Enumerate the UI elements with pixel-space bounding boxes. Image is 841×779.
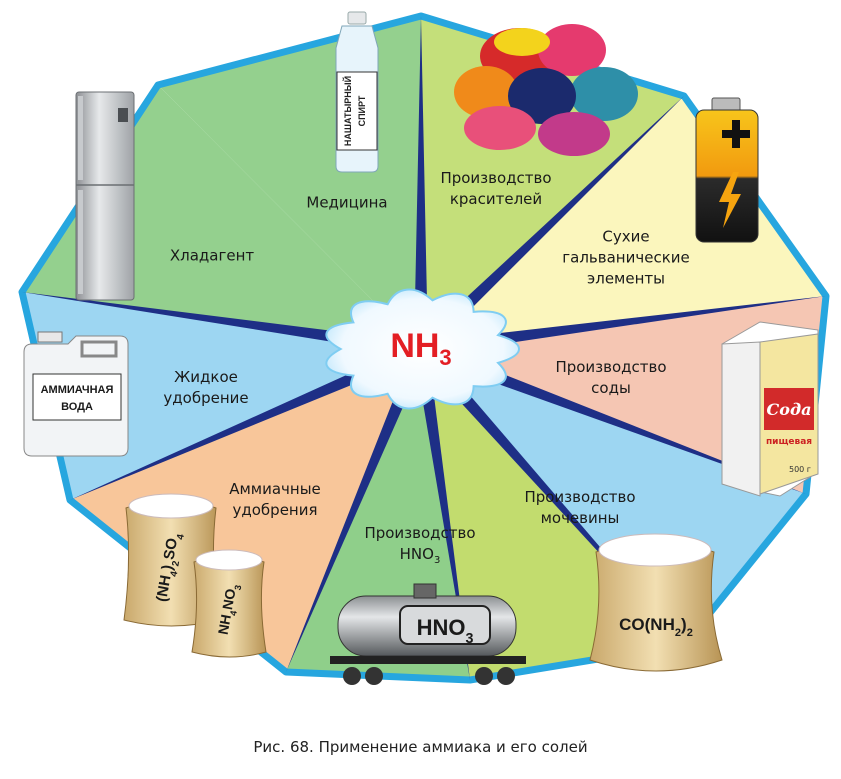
- figure-caption: Рис. 68. Применение аммиака и его солей: [253, 738, 588, 756]
- spoke: [420, 296, 826, 356]
- canister-icon: АММИАЧНАЯ ВОДА: [23, 331, 129, 457]
- tank-car-icon: HNO3: [330, 583, 526, 685]
- spoke: [416, 96, 684, 355]
- tank-label: HNO3: [417, 615, 474, 647]
- soda-brand-text: Сода: [767, 400, 812, 419]
- spoke: [418, 342, 806, 494]
- sack-sulfate-formula: (NH4)2SO4: [153, 531, 186, 604]
- soda-weight-text: 500 г: [789, 465, 811, 474]
- battery-icon: [695, 97, 759, 243]
- sack-urea-formula: CO(NH2)2: [619, 615, 693, 639]
- ammonia-bottle-icon: НАШАТЫРНЫЙ СПИРТ: [335, 11, 379, 173]
- sector-label-refrigerant: Хладагент: [169, 246, 255, 265]
- sack-ammonium-nitrate-icon: NH4NO3: [191, 549, 267, 658]
- refrigerator-icon: [75, 91, 135, 301]
- soda-box-icon: Сода пищевая 500 г: [721, 321, 819, 497]
- sack-urea-icon: CO(NH2)2: [589, 533, 723, 672]
- sack-nitrate-formula: NH4NO3: [215, 582, 244, 636]
- bottle-label-line-2: СПИРТ: [357, 95, 367, 126]
- center-formula: NH3: [390, 327, 452, 370]
- canister-label-line-2: ВОДА: [61, 401, 93, 413]
- dye-pigments-icon: [454, 24, 638, 156]
- ammonia-applications-diagram: НАШАТЫРНЫЙ СПИРТ Сода пищевая 500 г АММИ: [18, 11, 830, 685]
- sector-label-medicine: Медицина: [306, 193, 388, 212]
- spoke: [70, 342, 424, 500]
- canister-label-line-1: АММИАЧНАЯ: [41, 384, 114, 396]
- sector-ammonium-fertilizers: [70, 349, 421, 672]
- soda-subtitle-text: пищевая: [766, 437, 812, 447]
- spoke: [22, 292, 422, 356]
- spoke: [286, 346, 428, 672]
- center-cloud: [325, 288, 521, 410]
- spoke: [414, 16, 428, 349]
- bottle-label-line-1: НАШАТЫРНЫЙ: [342, 76, 353, 146]
